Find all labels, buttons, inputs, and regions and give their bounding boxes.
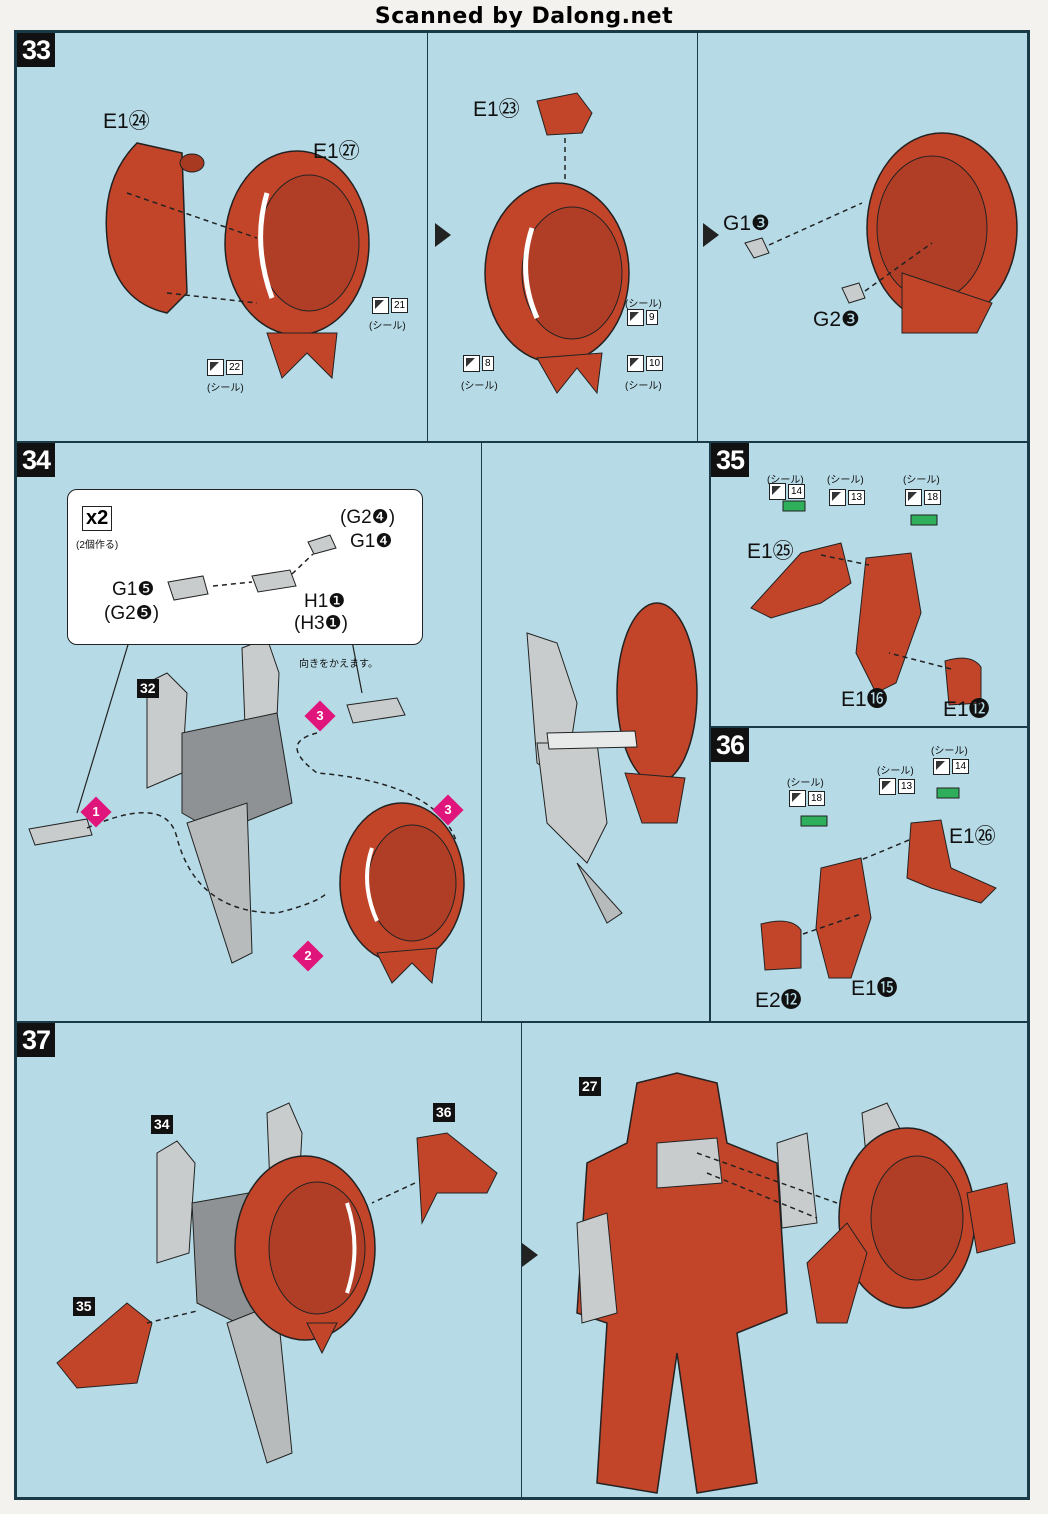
seal-13: 13 — [829, 489, 866, 506]
seal-22: 22 — [207, 359, 244, 376]
step-number: 34 — [17, 443, 56, 477]
part-label: E2⓬ — [755, 989, 802, 1012]
part-peg — [179, 153, 205, 173]
ref-step-badge: 32 — [137, 679, 159, 698]
step-number: 37 — [17, 1023, 56, 1057]
part-35 — [56, 1302, 153, 1389]
step-35-illustration — [750, 500, 982, 706]
part-e1-26 — [906, 819, 997, 904]
step-33-illustration — [105, 92, 1018, 395]
part-label: (H3❶) — [294, 613, 348, 634]
ref-step-badge: 35 — [73, 1297, 95, 1316]
seal-caption: (シール) — [767, 475, 804, 486]
part-shield-center — [258, 174, 360, 312]
step-number: 33 — [17, 33, 56, 67]
seal-caption: (シール) — [369, 321, 406, 332]
part-frame-blade — [186, 802, 253, 964]
step-34-illustration — [28, 602, 698, 985]
part-label: (G2❺) — [104, 603, 160, 624]
part-label: H1❶ — [304, 591, 346, 612]
callout-box: x2 (2個作る) (G2❹) G1❹ G1❺ (G2❺) H1❶ (H3❶) — [67, 489, 423, 645]
seal-caption: (シール) — [827, 475, 864, 486]
instruction-sheet: 33 — [14, 30, 1030, 1500]
step-number: 35 — [711, 443, 750, 477]
scan-credit: Scanned by Dalong.net — [374, 4, 674, 29]
seal-10: 10 — [627, 355, 664, 372]
seal-caption: (シール) — [903, 475, 940, 486]
next-arrow-icon — [522, 1243, 538, 1267]
ref-step-badge: 36 — [433, 1103, 455, 1122]
rotate-note: 向きをかえます。 — [299, 659, 378, 670]
step-37-panel: 37 34 — [16, 1022, 1028, 1498]
part-frame-body — [181, 712, 293, 834]
step-number: 36 — [711, 728, 750, 762]
step-marker-2: 2 — [292, 940, 324, 972]
part-36 — [416, 1132, 498, 1225]
part-label: E1⓬ — [943, 698, 990, 721]
part-g1-3 — [744, 237, 770, 259]
seal-14: 14 — [933, 758, 970, 775]
part-label: E1㉓ — [473, 98, 520, 121]
part-shield-stand — [266, 332, 338, 380]
seal-caption: (シール) — [461, 381, 498, 392]
part-e1-23 — [536, 92, 593, 136]
seal-13: 13 — [879, 778, 916, 795]
part-e1-15 — [815, 857, 872, 979]
part-label: G1❸ — [723, 212, 770, 235]
step-36-illustration — [760, 787, 997, 979]
step-marker-3: 3 — [432, 794, 464, 826]
part-e1-16 — [855, 552, 922, 694]
multiplier-note: (2個作る) — [76, 540, 119, 551]
seal-caption: (シール) — [931, 746, 968, 757]
next-arrow-icon — [435, 223, 451, 247]
step-37-illustration — [56, 1072, 1016, 1494]
part-label: E1⓯ — [851, 977, 898, 1000]
part-label: G2❸ — [813, 308, 860, 331]
part-label: E1㉔ — [103, 110, 150, 133]
part-label: E1㉗ — [313, 140, 360, 163]
ref-step-badge: 34 — [151, 1115, 173, 1134]
seal-9: 9 — [627, 309, 658, 326]
part-shell-back — [105, 142, 188, 314]
next-arrow-icon — [703, 223, 719, 247]
part-e2-12 — [760, 920, 802, 971]
seal-21: 21 — [372, 297, 409, 314]
part-shield-side — [616, 602, 698, 784]
part-h1-rotated — [346, 697, 406, 724]
part-label: E1㉖ — [949, 825, 996, 848]
step-33-panel: 33 — [16, 32, 1028, 442]
step-marker-1: 1 — [80, 796, 112, 828]
seal-14: 14 — [769, 483, 806, 500]
multiplier-badge: x2 — [82, 506, 113, 531]
step-marker-3: 3 — [304, 700, 336, 732]
part-h1 — [28, 818, 93, 846]
step-36-panel: 36 (シール) 18 (シール) 13 (シール) 14 E1㉖ E2⓬ E1… — [710, 727, 1028, 1022]
seal-caption: (シール) — [877, 766, 914, 777]
part-label: G1❹ — [350, 531, 393, 552]
seal-caption: (シール) — [787, 778, 824, 789]
step-34-panel: 34 x2 (2個作る) — [16, 442, 710, 1022]
step-35-panel: 35 (シール) 14 (シール) 13 (シール) 18 E1㉕ E1⓰ E1… — [710, 442, 1028, 727]
seal-caption: (シール) — [207, 383, 244, 394]
seal-8: 8 — [463, 355, 494, 372]
part-label: G1❺ — [112, 579, 155, 600]
seal-caption: (シール) — [625, 299, 662, 310]
part-g2-3 — [841, 282, 866, 304]
seal-caption: (シール) — [625, 381, 662, 392]
part-e1-25 — [750, 542, 852, 619]
seal-18: 18 — [905, 489, 942, 506]
part-label: E1㉕ — [747, 540, 794, 563]
part-label: E1⓰ — [841, 688, 888, 711]
ref-step-badge: 27 — [579, 1077, 601, 1096]
seal-18: 18 — [789, 790, 826, 807]
part-label: (G2❹) — [340, 507, 396, 528]
part-e1-12 — [944, 657, 982, 706]
